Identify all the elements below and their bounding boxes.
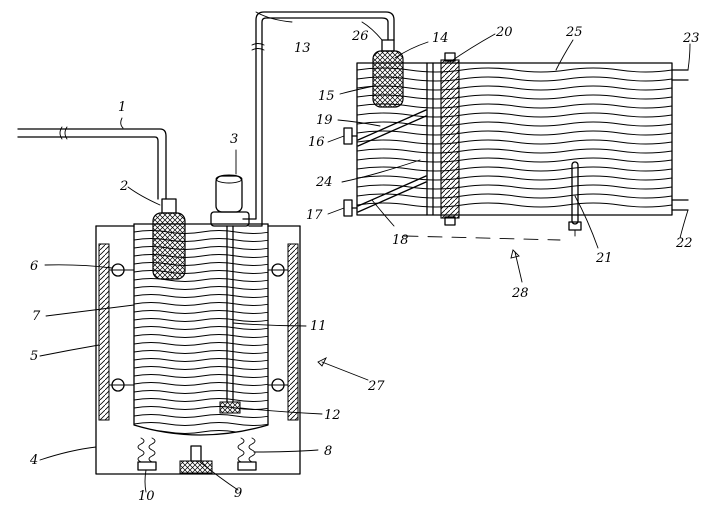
outlet-pipe (671, 69, 689, 81)
label-20: 20 (495, 25, 513, 40)
label-14: 14 (432, 31, 449, 46)
label-13: 13 (294, 41, 311, 56)
left-tank-assembly (17, 126, 301, 475)
label-26: 26 (351, 29, 369, 44)
transfer-pipe (242, 11, 395, 227)
inner-vessel (133, 223, 269, 436)
filter-cartridge (152, 212, 186, 280)
filter-cartridge (372, 50, 404, 108)
impeller (219, 401, 241, 414)
sensor-rod (571, 161, 579, 225)
inlet-pipe (17, 128, 167, 200)
label-8: 8 (324, 444, 332, 459)
label-6: 6 (30, 259, 38, 274)
spring-icon (137, 437, 145, 463)
label-1: 1 (118, 100, 126, 115)
label-9: 9 (234, 486, 242, 501)
label-19: 19 (316, 113, 333, 128)
label-16: 16 (308, 135, 325, 150)
label-7: 7 (32, 309, 41, 324)
spring-icon (237, 437, 245, 463)
valve-icon (343, 199, 353, 217)
label-2: 2 (119, 179, 128, 194)
label-12: 12 (324, 408, 341, 423)
outlet-pipe (671, 199, 689, 211)
filter-cap (161, 198, 177, 214)
label-27: 27 (367, 379, 385, 394)
label-15: 15 (318, 89, 335, 104)
inclined-plate (357, 109, 427, 141)
inclined-plate (357, 181, 427, 213)
filter-column (440, 59, 460, 219)
left-heater-plate (98, 243, 110, 421)
label-17: 17 (306, 208, 323, 223)
label-4: 4 (29, 453, 38, 468)
right-tank-assembly (343, 39, 689, 241)
right-tank (356, 62, 673, 216)
right-liquid (357, 67, 672, 208)
label-18: 18 (392, 233, 409, 248)
outer-housing (95, 225, 301, 475)
label-3: 3 (230, 132, 238, 147)
label-23: 23 (682, 31, 700, 46)
label-28: 28 (511, 286, 529, 301)
valve-icon (343, 127, 353, 145)
label-22: 22 (675, 236, 693, 251)
reference-labels: 1 2 3 4 5 6 7 8 9 10 11 12 13 14 15 16 1… (29, 25, 700, 504)
label-21: 21 (595, 251, 613, 266)
label-25: 25 (565, 25, 583, 40)
leader-lines (39, 11, 691, 493)
label-24: 24 (315, 175, 333, 190)
label-10: 10 (138, 489, 155, 504)
vibration-seat (179, 460, 213, 474)
label-5: 5 (30, 349, 38, 364)
inlet-pipe-inner (17, 136, 159, 200)
label-11: 11 (310, 319, 327, 334)
right-heater-plate (287, 243, 299, 421)
